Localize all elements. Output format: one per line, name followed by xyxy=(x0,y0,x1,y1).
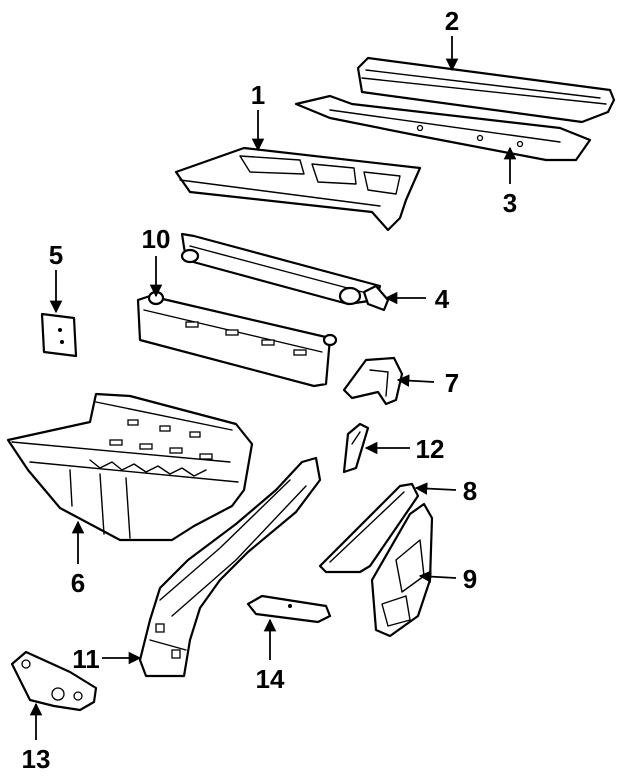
part-5-plate xyxy=(40,312,78,358)
callout-2: 2 xyxy=(445,6,459,36)
callout-labels: 1 2 3 4 5 6 7 8 9 10 11 12 13 14 xyxy=(22,6,518,774)
callout-13: 13 xyxy=(22,744,51,774)
callout-9: 9 xyxy=(463,564,477,594)
part-14-bracket xyxy=(246,594,332,624)
part-3-lower-panel xyxy=(294,94,592,162)
callout-1: 1 xyxy=(251,80,265,110)
part-6-floor-pan xyxy=(6,392,254,542)
callout-11: 11 xyxy=(72,644,100,674)
callout-7: 7 xyxy=(445,368,459,398)
callout-4: 4 xyxy=(435,284,450,314)
callout-12: 12 xyxy=(416,434,445,464)
part-12-bracket xyxy=(342,422,370,474)
callout-8: 8 xyxy=(463,476,477,506)
part-7-bracket xyxy=(342,356,404,406)
part-1-package-tray xyxy=(174,146,422,232)
part-8-panel xyxy=(318,482,420,574)
callout-3: 3 xyxy=(503,188,517,218)
part-4-bracket xyxy=(362,284,390,312)
seat-back-panel xyxy=(136,290,338,388)
part-10-seat-support xyxy=(180,232,382,306)
part-13-plate xyxy=(10,650,98,712)
leader-lines xyxy=(29,36,517,740)
part-2-upper-panel xyxy=(356,56,616,124)
part-11-frame-rail xyxy=(138,456,322,678)
callout-6: 6 xyxy=(71,568,85,598)
callout-10: 10 xyxy=(142,224,171,254)
callout-14: 14 xyxy=(256,664,285,694)
callout-5: 5 xyxy=(49,240,63,270)
